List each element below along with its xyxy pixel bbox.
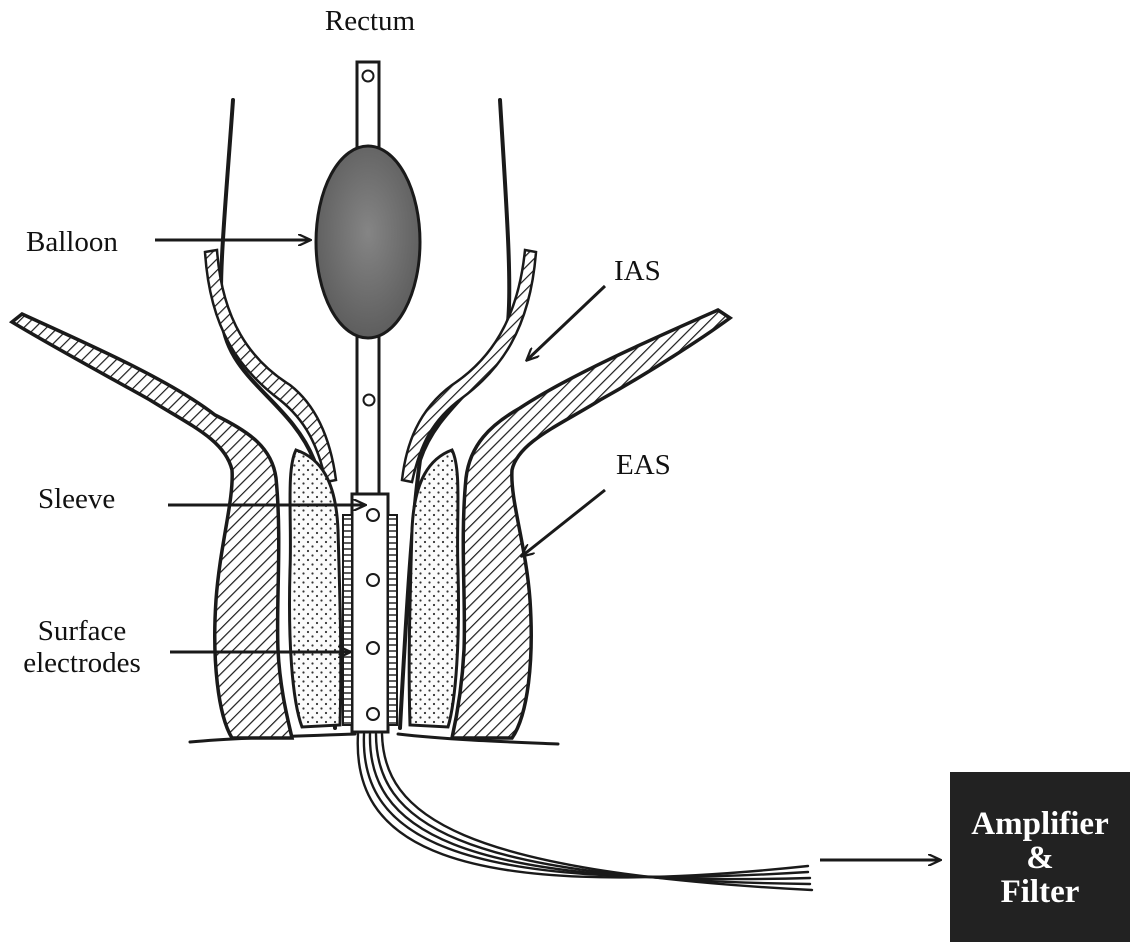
- label-balloon: Balloon: [26, 226, 118, 258]
- box-line-amplifier: Amplifier: [971, 806, 1108, 842]
- eas-muscle-right: [452, 310, 730, 738]
- ias-muscle-left: [290, 450, 341, 727]
- box-line-filter: Filter: [1001, 874, 1080, 910]
- balloon: [316, 146, 420, 338]
- sleeve-port-3: [367, 642, 379, 654]
- catheter-port-mid: [364, 395, 375, 406]
- catheter-port-top: [363, 71, 374, 82]
- ias-muscle-right: [409, 450, 458, 727]
- label-rectum: Rectum: [325, 5, 416, 37]
- sleeve-port-1: [367, 509, 379, 521]
- label-electrodes: electrodes: [23, 647, 141, 679]
- cable-bundle: [358, 734, 812, 890]
- sleeve-port-4: [367, 708, 379, 720]
- sleeve-port-2: [367, 574, 379, 586]
- label-eas: EAS: [616, 449, 671, 481]
- label-surface: Surface: [38, 615, 127, 647]
- eas-arrow: [522, 490, 605, 556]
- sleeve: [352, 494, 388, 732]
- box-line-ampersand: &: [1026, 840, 1054, 876]
- label-ias: IAS: [614, 255, 661, 287]
- ias-arrow: [527, 286, 605, 360]
- label-sleeve: Sleeve: [38, 483, 115, 515]
